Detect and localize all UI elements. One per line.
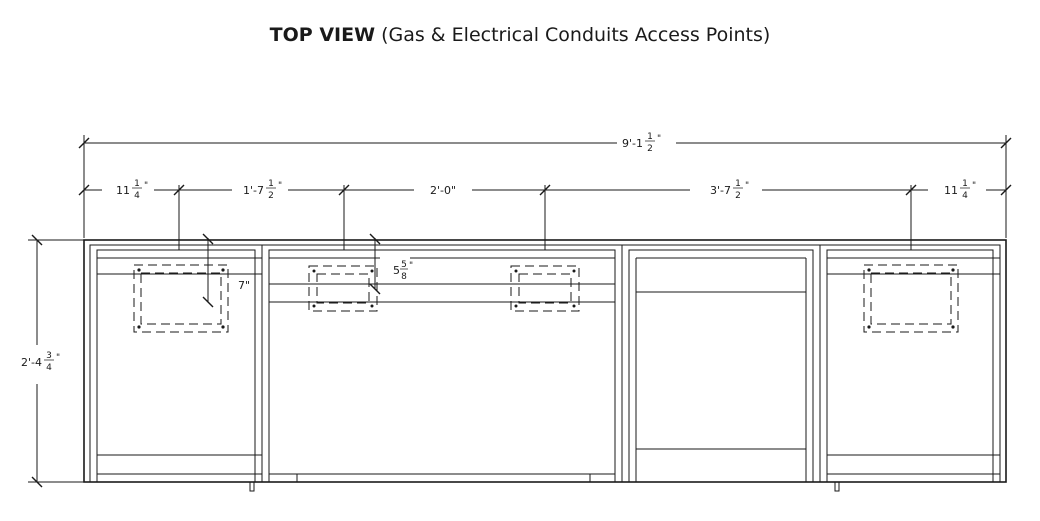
svg-text:": " [657,134,661,144]
segment-5-label: 11 1 4 " [944,179,976,201]
svg-text:": " [972,181,976,191]
title-subtitle: (Gas & Electrical Conduits Access Points… [375,24,770,46]
conduit-access-plate-2 [308,265,378,312]
svg-text:1: 1 [735,179,741,189]
svg-text:2'-0": 2'-0" [430,184,456,197]
svg-text:": " [144,181,148,191]
svg-text:11: 11 [944,184,958,197]
leveling-foot [834,481,840,492]
overall-dimension: 9'-1 1 2 " [78,132,1012,238]
segment-1-label: 11 1 4 " [116,179,148,201]
leveling-foot [249,481,255,492]
offset-dimension-middle: 5 5 8 " [369,233,413,295]
segment-dimension-chain: 11 1 4 " 1'-7 1 2 " 2'-0" 3'-7 1 2 " 11 … [78,179,1012,250]
svg-text:5: 5 [401,260,407,270]
overall-dimension-label: 9'-1 1 2 " [622,132,661,154]
offset-left-label: 7" [238,279,250,292]
cabinet-module-4 [819,244,1001,483]
svg-text:9'-1: 9'-1 [622,137,643,150]
svg-text:1: 1 [962,179,968,189]
svg-text:": " [409,261,413,271]
svg-text:": " [278,181,282,191]
svg-text:4: 4 [134,191,140,201]
svg-text:11: 11 [116,184,130,197]
svg-text:1'-7: 1'-7 [243,184,264,197]
cabinet-module-2 [261,244,623,483]
cabinet-assembly [83,239,1007,492]
svg-text:1: 1 [268,179,274,189]
cabinet-module-1 [89,244,263,483]
svg-text:2: 2 [268,191,274,201]
svg-text:1: 1 [647,132,653,142]
svg-text:2: 2 [735,191,741,201]
offset-middle-label: 5 5 8 " [393,260,413,282]
conduit-access-plate-4 [863,264,959,333]
depth-dimension-label: 2'-4 3 4 " [21,351,60,373]
offset-dimension-left: 7" [202,233,250,308]
conduit-access-plate-1 [133,264,229,333]
conduit-access-plate-3 [510,265,580,312]
cabinet-module-3 [621,244,821,483]
svg-text:8: 8 [401,272,407,282]
svg-text:": " [56,353,60,363]
title-bold: TOP VIEW [270,24,375,46]
drawing-title: TOP VIEW (Gas & Electrical Conduits Acce… [270,24,771,46]
svg-text:4: 4 [46,363,52,373]
svg-text:2: 2 [647,144,653,154]
svg-text:4: 4 [962,191,968,201]
svg-text:3: 3 [46,351,52,361]
segment-3-label: 2'-0" [430,184,456,197]
svg-text:3'-7: 3'-7 [710,184,731,197]
svg-text:1: 1 [134,179,140,189]
svg-text:2'-4: 2'-4 [21,356,42,369]
segment-4-label: 3'-7 1 2 " [710,179,749,201]
depth-dimension: 2'-4 3 4 " [21,234,92,488]
segment-2-label: 1'-7 1 2 " [243,179,282,201]
svg-text:5: 5 [393,264,400,277]
svg-text:": " [745,181,749,191]
